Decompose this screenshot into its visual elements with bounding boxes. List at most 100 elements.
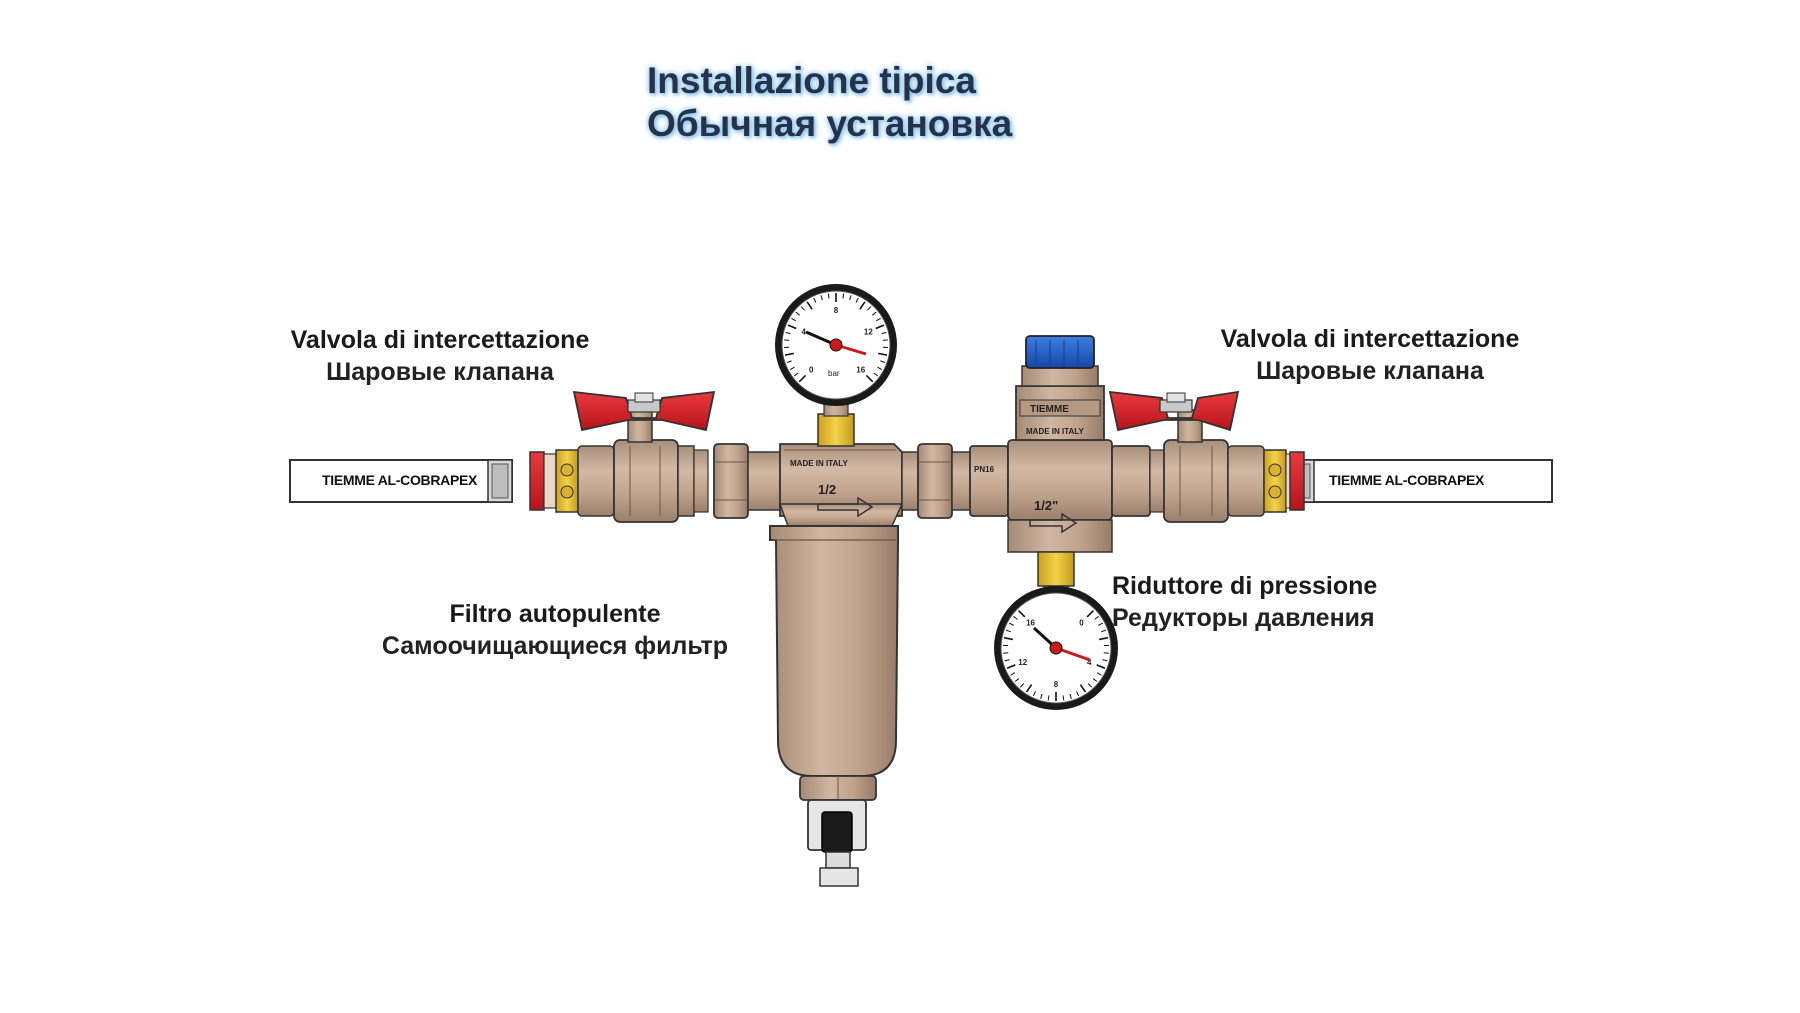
self-cleaning-filter: 1/2 MADE IN ITALY (769, 403, 904, 887)
union-fitting-center (901, 443, 971, 519)
filter-gauge-tick (798, 374, 807, 383)
filter-gauge-tick (878, 352, 888, 356)
filter-gauge-tick (791, 317, 796, 322)
filter-gauge-tick (865, 374, 874, 383)
reducer-brand-marking: TIEMME (1030, 404, 1069, 415)
filter-gauge-tick-label: 0 (809, 366, 814, 375)
pressure-reducer: PN16 TIEMME MADE IN ITALY 1/2" (969, 335, 1151, 599)
reducer-gauge-tick (1101, 629, 1107, 633)
reducer-gauge-tick-label: 16 (1026, 619, 1035, 628)
reducer-gauge-tick (1098, 636, 1109, 641)
pipe-left (289, 459, 513, 503)
reducer-gauge-tick-label: 0 (1079, 619, 1084, 628)
union-nut-left (713, 443, 781, 519)
reducer-gauge-tick (1096, 664, 1106, 670)
reducer-gauge-tick (1009, 622, 1014, 626)
compression-fitting-right (1263, 449, 1305, 513)
reducer-gauge-tick (1047, 695, 1050, 701)
reducer-gauge-tick-label: 4 (1087, 658, 1092, 667)
reducer-gauge-tick (1086, 609, 1095, 618)
filter-gauge-tick (875, 324, 885, 330)
filter-gauge-tick (813, 297, 817, 303)
filter-gauge-tick (786, 360, 792, 363)
filter-gauge-tick (881, 331, 887, 335)
filter-made-in-italy: MADE IN ITALY (790, 459, 848, 468)
label-filter: Filtro autopulente Самоочищающиеся фильт… (345, 598, 765, 662)
reducer-gauge-tick (1069, 693, 1072, 699)
label-shutoff-valve-left-it: Valvola di intercettazione (290, 326, 590, 354)
title-russian: Обычная установка (647, 103, 1013, 144)
filter-gauge-tick (793, 372, 799, 377)
filter-gauge-tick (827, 293, 830, 299)
filter-gauge-tick-label: 8 (834, 306, 839, 315)
filter-gauge-tick-label: 4 (801, 328, 806, 337)
filter-gauge-tick (873, 372, 879, 377)
reducer-gauge-tick (1004, 659, 1010, 662)
reducer-gauge-tick (1032, 691, 1036, 697)
reducer-gauge-tick (1017, 609, 1026, 618)
reducer-gauge-tick-label: 12 (1018, 658, 1027, 667)
pipe-print-right: TIEMME AL-COBRAPEX (1329, 472, 1485, 488)
filter-gauge-tick (820, 295, 823, 301)
reducer-gauge-tick (1096, 672, 1102, 676)
filter-gauge-tick (784, 352, 794, 356)
label-shutoff-valve-left-ru: Шаровые клапана (326, 358, 554, 386)
filter-gauge-tick (789, 366, 795, 370)
title-italian: Installazione tipica (647, 60, 976, 101)
reducer-gauge-tick (1098, 622, 1103, 626)
reducer-gauge-tick (1087, 683, 1092, 688)
reducer-gauge-tick (1092, 678, 1098, 683)
pipe-print-left: TIEMME AL-COBRAPEX (322, 472, 478, 488)
reducer-gauge-tick (1006, 664, 1016, 670)
filter-gauge-tick (867, 306, 872, 311)
reducer-gauge-tick (1014, 678, 1020, 683)
filter-gauge-tick-label: 16 (856, 366, 865, 375)
reducer-gauge-tick (1005, 629, 1011, 633)
filter-gauge-tick (785, 331, 791, 335)
label-pressure-reducer-it: Riduttore di pressione (1112, 572, 1378, 600)
filter-gauge-tick (842, 293, 845, 299)
reducer-gauge-tick (1020, 683, 1025, 688)
label-filter-ru: Самоочищающиеся фильтр (381, 632, 729, 660)
reducer-gauge-tick (1076, 691, 1080, 697)
ball-valve-left (572, 390, 716, 523)
compression-fitting-left (529, 449, 579, 513)
filter-gauge-tick (787, 324, 797, 330)
reducer-gauge-tick-label: 8 (1054, 680, 1059, 689)
reducer-gauge-tick (1025, 684, 1033, 693)
reducer-gauge-tick (1010, 672, 1016, 676)
gauge-unit-label: bar (828, 369, 840, 378)
reducer-gauge-tick (1013, 616, 1018, 620)
reducer-size-marking: 1/2" (1034, 498, 1058, 513)
filter-gauge-tick (877, 366, 883, 370)
filter-gauge-tick (872, 311, 877, 316)
reducer-made-in-italy: MADE IN ITALY (1026, 427, 1084, 436)
reducer-gauge-tick (1079, 684, 1087, 693)
pressure-gauge-filter: 0 4 8 12 16 bar (775, 284, 897, 406)
filter-gauge-tick (806, 301, 813, 310)
reducer-pn-marking: PN16 (974, 465, 995, 474)
ball-valve-right (1108, 390, 1265, 523)
reducer-gauge-tick (1102, 659, 1108, 662)
label-shutoff-valve-right-ru: Шаровые клапана (1256, 357, 1484, 385)
filter-gauge-tick (795, 311, 800, 316)
label-pressure-reducer-ru: Редукторы давления (1112, 604, 1375, 632)
label-shutoff-valve-left: Valvola di intercettazione Шаровые клапа… (250, 324, 630, 388)
reducer-gauge-tick (1040, 693, 1043, 699)
filter-gauge-tick (849, 295, 852, 301)
filter-gauge-tick (859, 301, 866, 310)
filter-size-marking: 1/2 (818, 482, 836, 497)
filter-gauge-tick (800, 306, 805, 311)
filter-gauge-tick (876, 317, 881, 322)
reducer-gauge-tick (1003, 636, 1014, 641)
filter-gauge-tick-label: 12 (864, 328, 873, 337)
filter-gauge-tick (880, 360, 886, 363)
pressure-gauge-reducer: 0 4 8 12 16 (994, 586, 1118, 710)
label-pressure-reducer: Riduttore di pressione Редукторы давлени… (1112, 570, 1432, 634)
label-shutoff-valve-right: Valvola di intercettazione Шаровые клапа… (1180, 323, 1560, 387)
filter-gauge-tick (855, 297, 859, 303)
label-filter-it: Filtro autopulente (449, 600, 661, 628)
reducer-gauge-tick (1062, 695, 1065, 701)
